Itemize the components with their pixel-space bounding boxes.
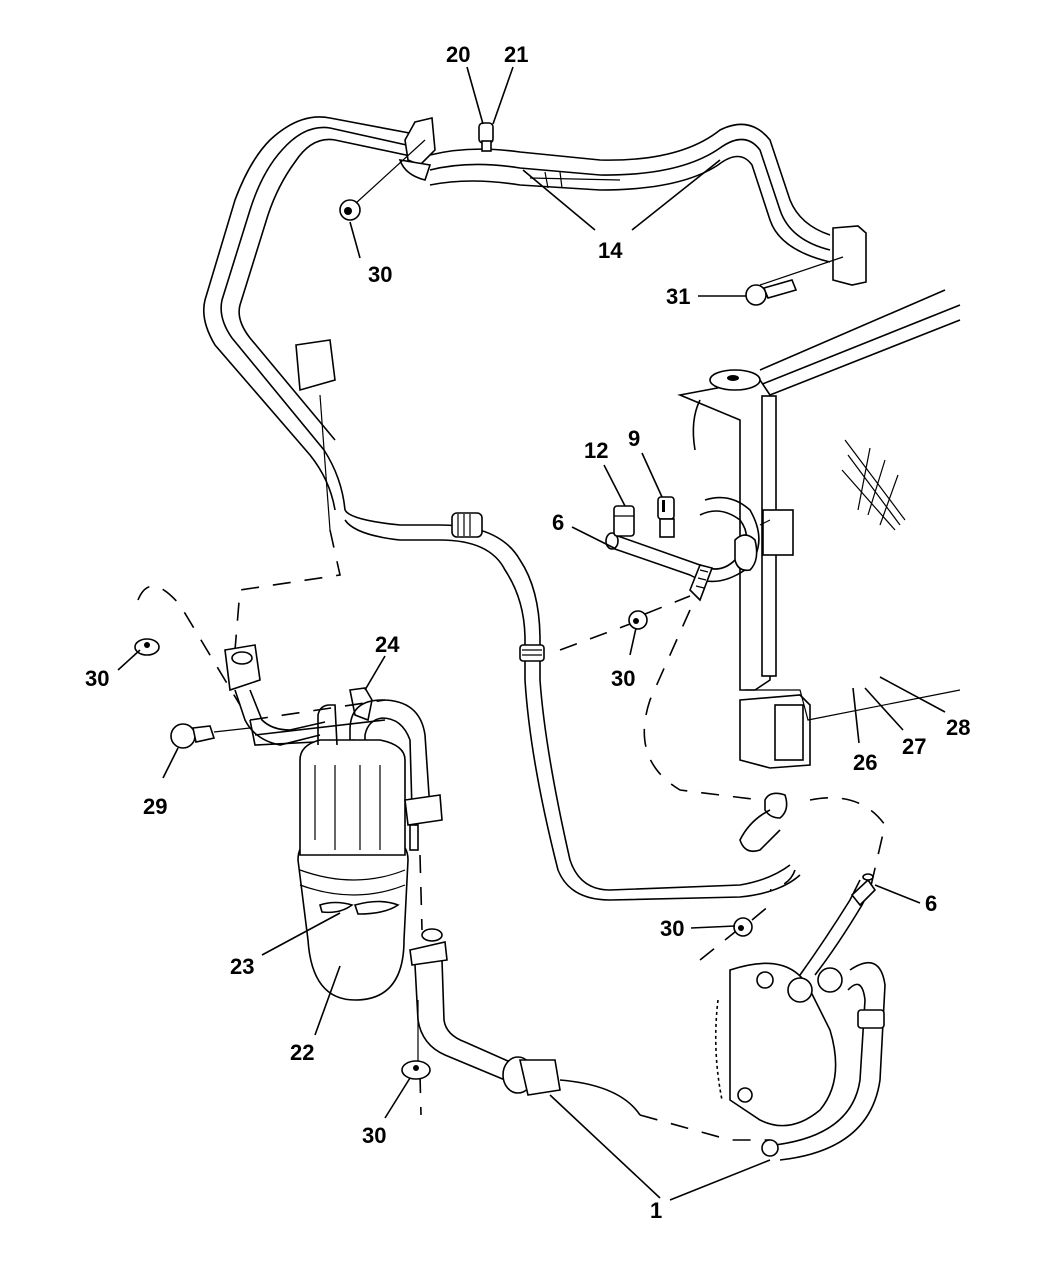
condenser-26 <box>677 289 961 769</box>
callout-22: 22 <box>290 1040 314 1065</box>
callout-29: 29 <box>143 794 167 819</box>
callout-6-upper: 6 <box>552 510 564 535</box>
callout-30-bottom: 30 <box>362 1123 386 1148</box>
callout-31: 31 <box>666 284 690 309</box>
callout-23: 23 <box>230 954 254 979</box>
callout-26: 26 <box>853 750 877 775</box>
nut-30-left <box>134 638 160 656</box>
block-fitting <box>759 225 867 286</box>
nut-30-bottom <box>401 1060 431 1080</box>
nut-30-middle <box>559 595 691 651</box>
callout-9: 9 <box>628 426 640 451</box>
callout-30-top: 30 <box>368 262 392 287</box>
callout-27: 27 <box>902 734 926 759</box>
callout-30-left: 30 <box>85 666 109 691</box>
callout-6-lower: 6 <box>925 891 937 916</box>
leader-lines <box>117 66 946 1201</box>
liquid-line <box>344 509 801 901</box>
callout-14: 14 <box>598 238 623 263</box>
suction-line-14 <box>202 116 831 511</box>
compressor-flange <box>739 792 886 891</box>
compressor-1 <box>714 873 886 1161</box>
pressure-switch-9 <box>657 496 675 538</box>
callout-30-middle: 30 <box>611 666 635 691</box>
callout-labels: 20 21 14 30 31 12 9 6 30 30 24 29 26 27 … <box>85 42 970 1223</box>
callout-28: 28 <box>946 715 970 740</box>
cap-12 <box>613 505 635 537</box>
callout-24: 24 <box>375 632 400 657</box>
callout-20: 20 <box>446 42 470 67</box>
callout-1: 1 <box>650 1198 662 1223</box>
callout-21: 21 <box>504 42 528 67</box>
discharge-line-6-upper <box>605 496 760 583</box>
callout-12: 12 <box>584 438 608 463</box>
bolt-29 <box>170 723 251 749</box>
accumulator-inlet-hose <box>137 339 341 746</box>
nut-30-right <box>699 904 771 961</box>
hose-fitting-mid <box>643 564 761 801</box>
nut-30-top <box>339 139 426 221</box>
callout-30-right: 30 <box>660 916 684 941</box>
bolt-31 <box>745 279 798 306</box>
service-cap-20-21 <box>478 122 494 152</box>
accumulator-22 <box>297 699 443 1001</box>
line-bracket-top <box>398 117 436 181</box>
